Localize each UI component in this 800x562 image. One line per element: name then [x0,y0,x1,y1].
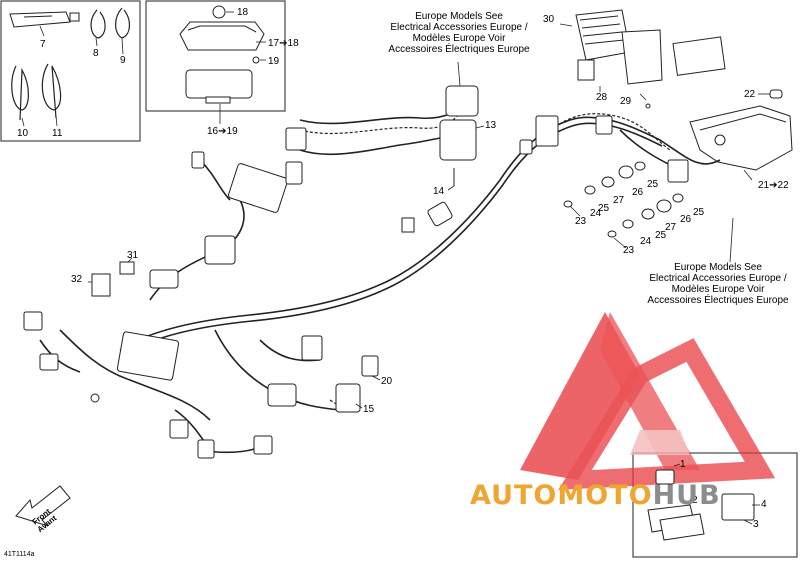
callout-13: 13 [485,120,497,131]
callout-27-b: 27 [665,222,677,233]
callout-26-a: 26 [632,187,644,198]
callout-2: 2 [692,495,698,506]
callout-25-c: 25 [693,207,705,218]
callout-27-a: 27 [613,195,625,206]
callout-3: 3 [753,519,759,530]
callout-31: 31 [127,250,139,261]
callout-20: 20 [381,376,393,387]
europe-note-top-line1: Europe Models See [415,11,503,22]
europe-note-right-line2: Electrical Accessories Europe / [649,273,787,284]
callout-17-18: 17➔18 [268,38,299,49]
europe-note-top-line2: Electrical Accessories Europe / [390,22,528,33]
grease-tube-part [9,11,80,28]
callout-18: 18 [237,7,249,18]
callout-10: 10 [17,128,29,139]
watermark-logo [520,312,776,490]
callout-25-d: 25 [655,230,667,241]
watermark-text: AUTOMOTOHUB [470,480,721,511]
callout-23-b: 23 [623,245,635,256]
callout-1: 1 [680,459,686,470]
callout-26-b: 26 [680,214,692,225]
instrument-cluster-exploded [179,5,265,104]
callout-4: 4 [761,499,767,510]
spacer-stack [563,161,684,238]
callout-24-b: 24 [640,236,652,247]
europe-note-top-line3: Modèles Europe Voir [412,33,506,44]
callout-21-22: 21➔22 [758,180,789,191]
voltage-regulator-group [575,9,726,109]
callout-19: 19 [268,56,280,67]
relay-parts [647,469,755,541]
tail-light-housing [689,89,793,171]
callout-15: 15 [363,404,375,415]
callout-25-b: 25 [598,203,610,214]
callout-11: 11 [52,128,63,139]
callout-24-a: 24 [590,208,602,219]
callout-16-19: 16➔19 [207,126,238,137]
inset-box-relay [632,452,798,558]
callout-8: 8 [93,48,99,59]
callout-23-a: 23 [575,216,587,227]
europe-note-right-line1: Europe Models See [674,262,762,273]
europe-note-top: Europe Models See Electrical Accessories… [362,11,556,55]
watermark-text-part1: AUTOMOTO [470,480,653,511]
connectors [23,85,689,459]
leader-lines [21,11,770,525]
europe-note-top-line4: Accessoires Électriques Europe [388,44,530,55]
europe-note-right: Europe Models See Electrical Accessories… [636,262,800,306]
front-arrow-icon [15,485,71,527]
callout-28: 28 [596,92,608,103]
callout-29: 29 [620,96,632,107]
watermark-text-part2: HUB [652,480,721,511]
inset-box-cluster [145,0,286,112]
callout-9: 9 [120,55,126,66]
callout-25-a: 25 [647,179,659,190]
callout-22: 22 [744,89,756,100]
callout-32: 32 [71,274,83,285]
callout-14: 14 [433,186,445,197]
europe-note-right-line4: Accessoires Électriques Europe [647,295,789,306]
callout-7: 7 [40,39,46,50]
figure-id: 41T1114a [4,551,35,558]
inset-box-ties [0,0,141,142]
europe-note-right-line3: Modèles Europe Voir [671,284,765,295]
callout-30: 30 [543,14,555,25]
